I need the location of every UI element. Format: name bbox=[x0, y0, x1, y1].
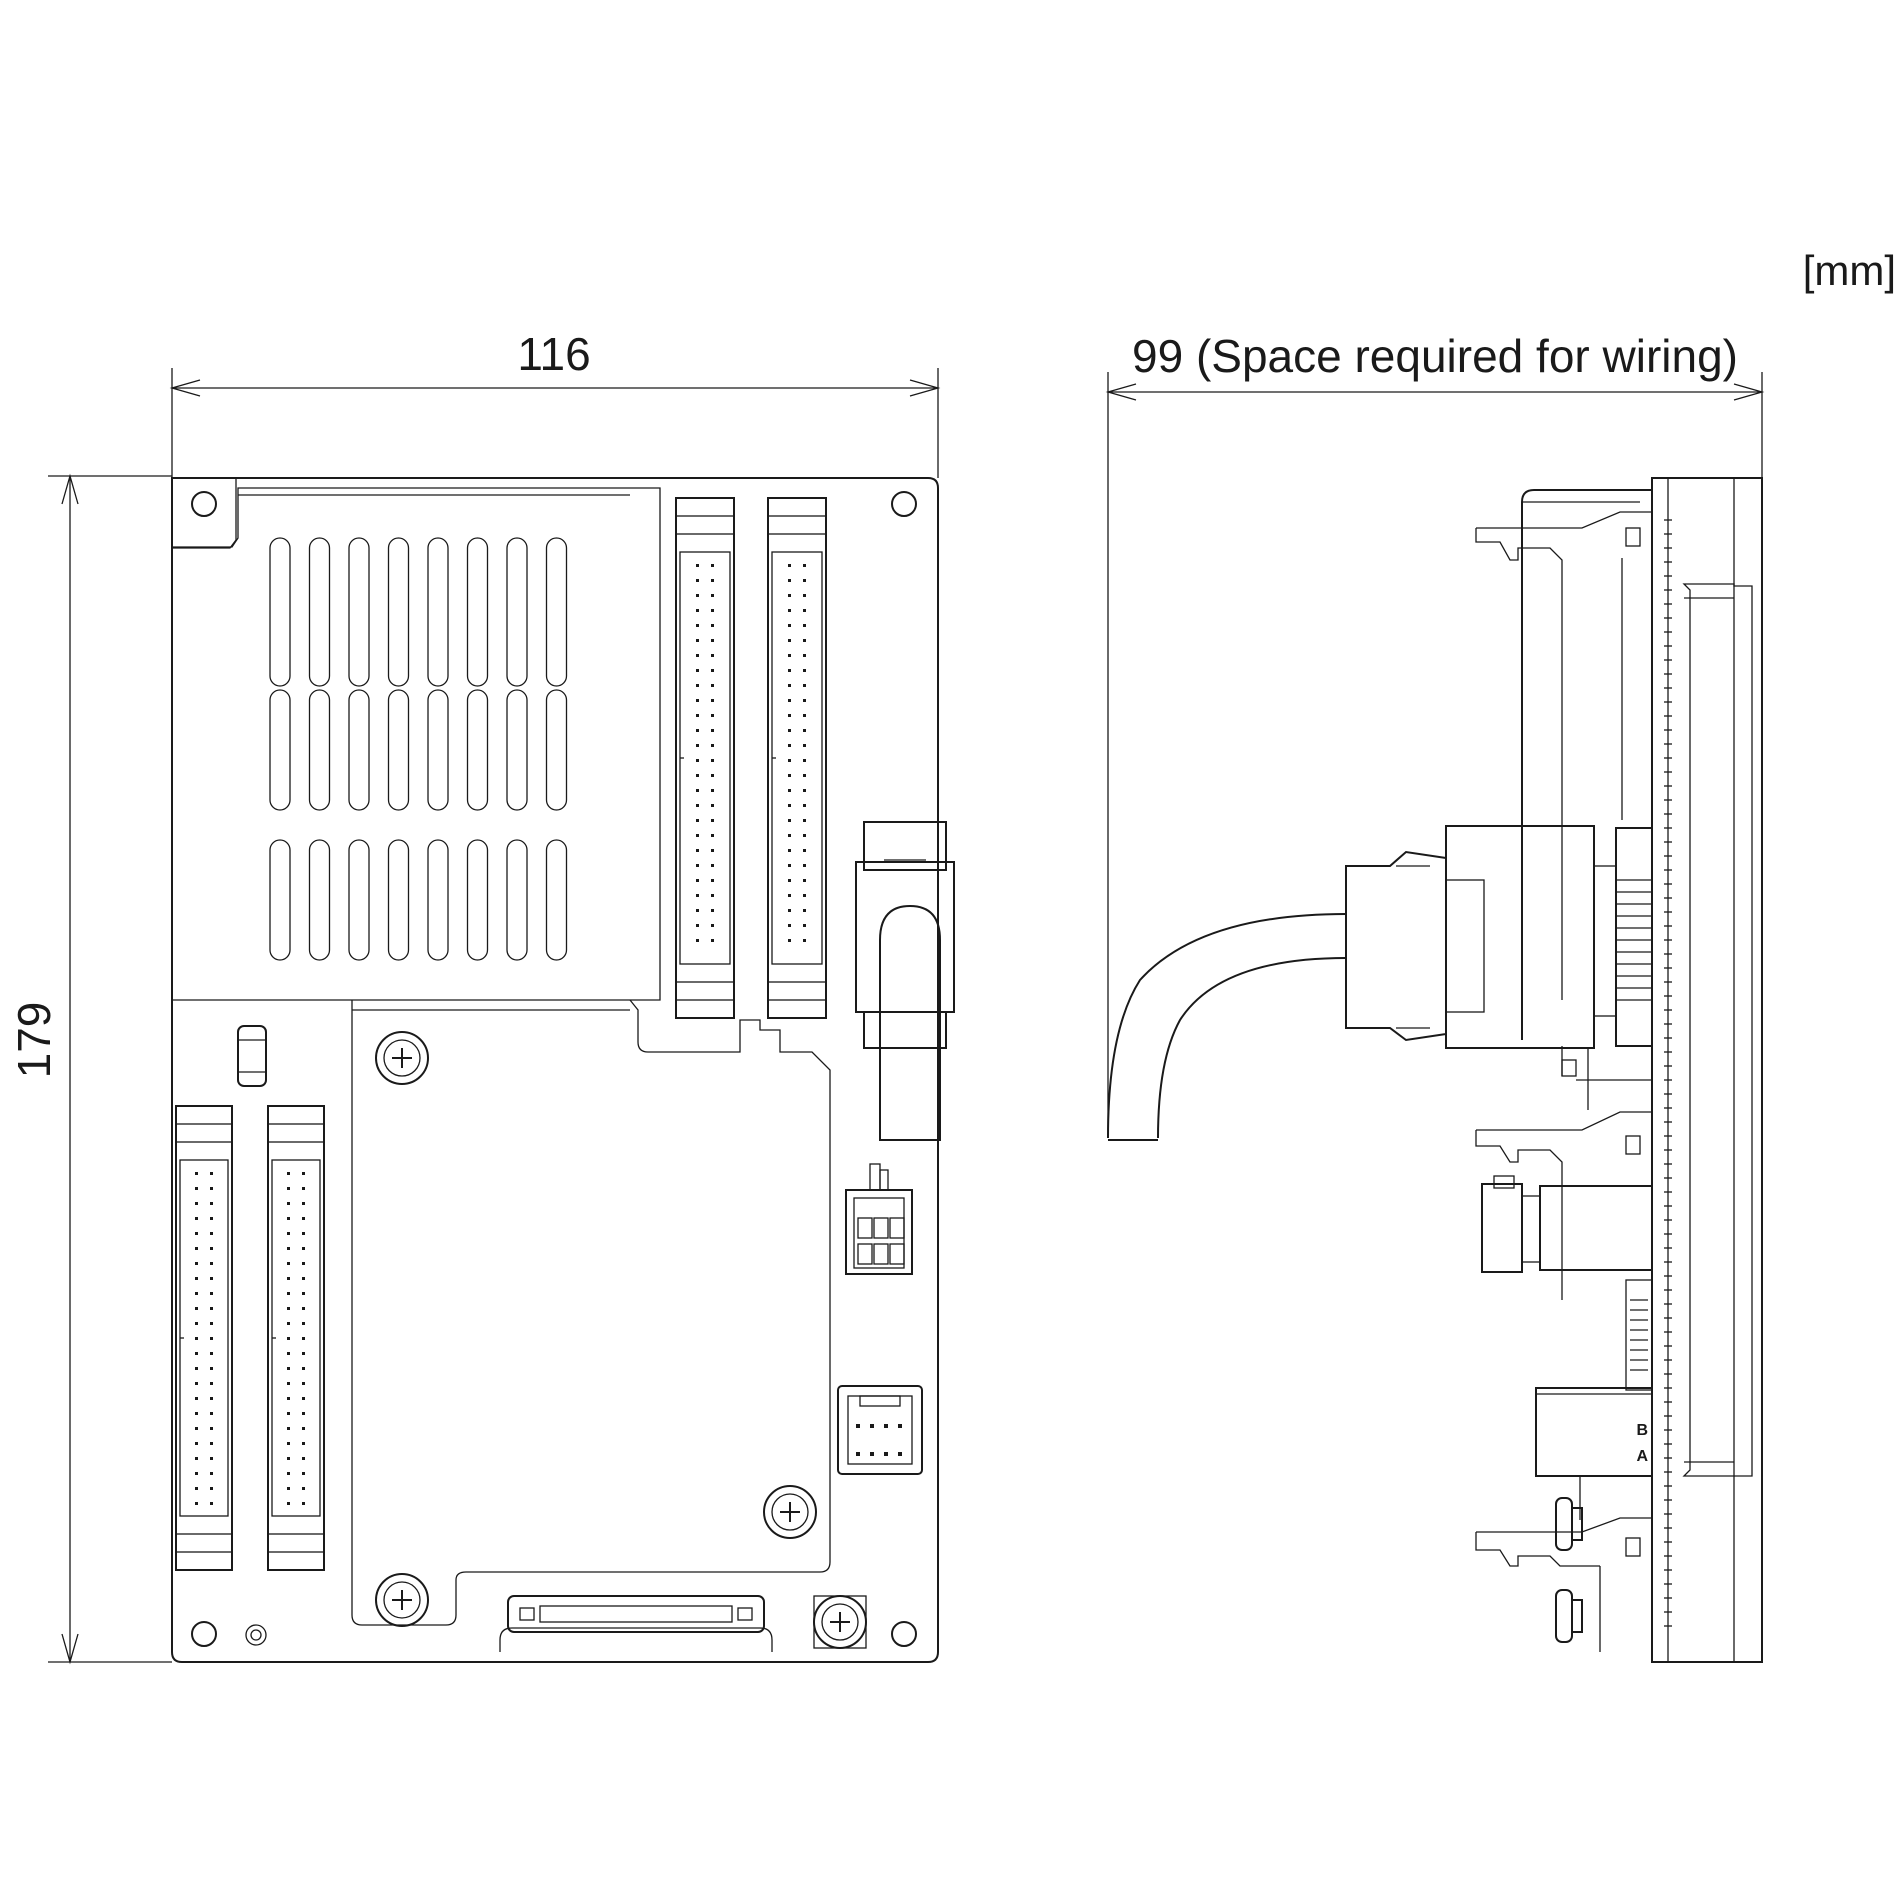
side-view: B A bbox=[1107, 477, 1763, 1663]
width-dimension: 116 bbox=[169, 328, 941, 478]
vent-slot bbox=[466, 537, 489, 687]
connector-8pin bbox=[837, 1385, 923, 1475]
height-value: 179 bbox=[8, 1002, 60, 1079]
lower-connectors bbox=[175, 1105, 325, 1571]
component-icon bbox=[237, 1025, 267, 1087]
side-screw-icon bbox=[1555, 1497, 1583, 1643]
ribbon-connector bbox=[767, 497, 827, 1019]
vent-slot bbox=[545, 689, 568, 811]
vent-slot bbox=[348, 689, 370, 811]
vent-slot bbox=[308, 839, 331, 961]
mount-hole-icon bbox=[891, 1621, 917, 1647]
vent-slot bbox=[348, 537, 370, 687]
side-mark-a: A bbox=[1636, 1448, 1648, 1465]
screw-icon bbox=[375, 1031, 429, 1085]
vent-slot bbox=[387, 537, 410, 687]
screw-icon bbox=[763, 1485, 817, 1539]
cable-connector bbox=[855, 821, 955, 1141]
vent-slot bbox=[387, 689, 410, 811]
vent-slot bbox=[348, 839, 370, 961]
vent-slot bbox=[427, 839, 449, 961]
vent-slot bbox=[308, 689, 331, 811]
screw-icon bbox=[375, 1573, 429, 1627]
terminal-block-6pin bbox=[845, 1163, 913, 1275]
vent-slot bbox=[545, 839, 568, 961]
vent-slot bbox=[269, 537, 291, 687]
ribbon-connector bbox=[675, 497, 735, 1019]
vent-slot bbox=[387, 839, 410, 961]
upper-connectors bbox=[675, 497, 827, 1019]
width-value: 116 bbox=[517, 328, 590, 380]
mount-hole-icon bbox=[191, 1621, 217, 1647]
depth-value: 99 (Space required for wiring) bbox=[1132, 330, 1738, 382]
bezel-serration bbox=[1664, 519, 1672, 1627]
ribbon-connector bbox=[175, 1105, 233, 1571]
vent-slot bbox=[545, 537, 568, 687]
depth-dimension: 99 (Space required for wiring) bbox=[1105, 330, 1765, 1138]
front-view bbox=[171, 477, 955, 1663]
mount-hole-icon bbox=[891, 491, 917, 517]
vent-slot bbox=[269, 839, 291, 961]
screws bbox=[375, 1031, 867, 1649]
vent-slot bbox=[427, 537, 449, 687]
ribbon-connector bbox=[267, 1105, 325, 1571]
vent-slot bbox=[427, 689, 449, 811]
mount-hole-icon bbox=[191, 491, 217, 517]
vent-slot bbox=[506, 689, 528, 811]
vent-slot bbox=[466, 689, 489, 811]
vent-slot bbox=[506, 537, 528, 687]
unit-label: [mm] bbox=[1803, 247, 1896, 294]
vent-slot bbox=[308, 537, 331, 687]
edge-connector bbox=[507, 1595, 765, 1633]
vent-slot bbox=[506, 839, 528, 961]
ventilation-slots bbox=[269, 537, 568, 961]
side-mark-b: B bbox=[1636, 1422, 1648, 1439]
vent-slot bbox=[466, 839, 489, 961]
led-icon bbox=[245, 1624, 267, 1646]
height-dimension: 179 bbox=[8, 473, 172, 1665]
screw-icon bbox=[813, 1595, 867, 1649]
vent-slot bbox=[269, 689, 291, 811]
